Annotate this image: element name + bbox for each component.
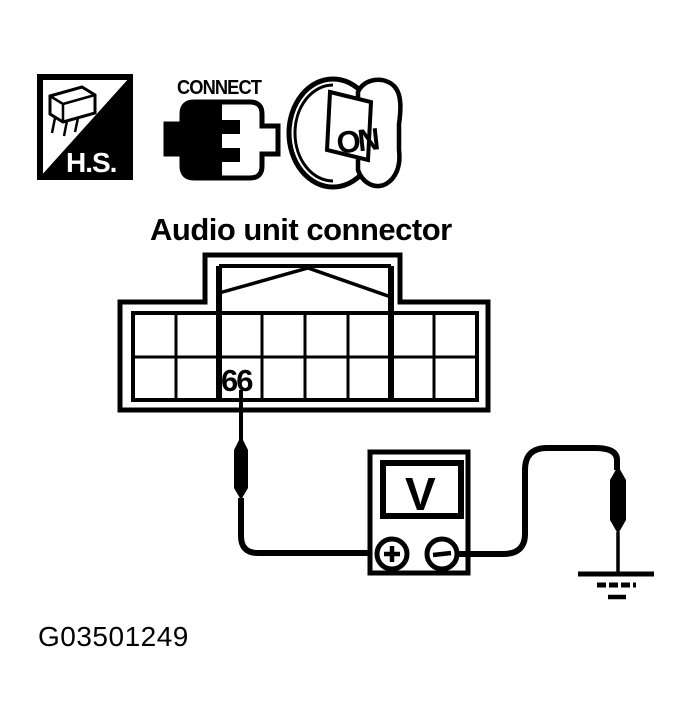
key-cylinder-rim <box>293 83 334 183</box>
diagram-title: Audio unit connector <box>150 212 452 247</box>
ignition-on-symbol: ON <box>286 76 403 190</box>
hs-label: H.S. <box>66 147 116 178</box>
terminal-66-label: 66 <box>221 363 253 398</box>
hs-symbol: H.S. <box>37 74 133 180</box>
negative-terminal <box>424 536 460 572</box>
negative-test-probe <box>457 445 626 573</box>
connector-plug-black-half <box>168 104 240 176</box>
voltmeter: V <box>367 449 471 576</box>
connect-symbol: CONNECT <box>163 77 281 181</box>
minus-icon <box>432 550 452 558</box>
plus-icon <box>384 546 400 562</box>
probe-body-positive <box>234 436 248 500</box>
ignition-on-label: ON <box>335 121 381 160</box>
probe-lead-negative <box>457 445 620 557</box>
tab-roof-line <box>218 266 392 299</box>
voltmeter-v-label: V <box>405 468 436 520</box>
hs-diagonal-triangle <box>40 77 130 177</box>
pin-grid-lines <box>133 313 477 400</box>
ground-symbol <box>578 571 654 600</box>
connector-key-tab <box>216 264 394 400</box>
probe-lead-positive <box>238 498 380 556</box>
voltmeter-display <box>380 460 464 519</box>
positive-test-probe <box>234 390 380 556</box>
positive-terminal <box>374 536 410 572</box>
audio-unit-connector-drawing: 66 <box>117 252 491 413</box>
hs-connector-glyph <box>48 85 97 137</box>
key-plate <box>324 89 374 163</box>
connect-label: CONNECT <box>177 77 262 99</box>
figure-id: G03501249 <box>38 621 189 652</box>
probe-body-negative <box>610 466 626 534</box>
